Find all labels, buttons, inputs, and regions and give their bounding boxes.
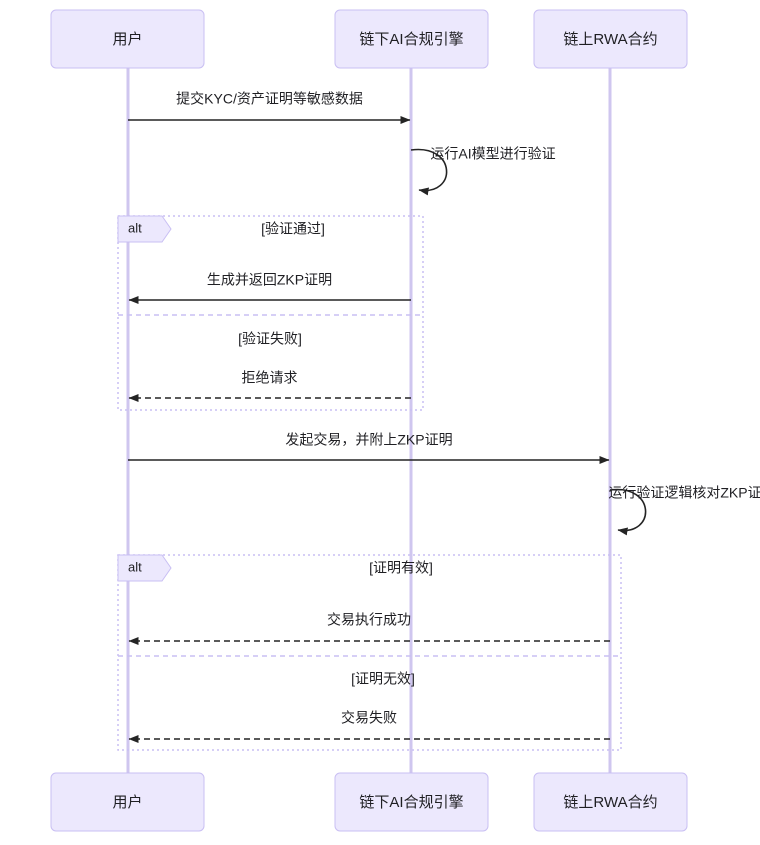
message-label: 运行AI模型进行验证 xyxy=(430,146,555,162)
participant-box[interactable] xyxy=(50,9,205,69)
message-label: 生成并返回ZKP证明 xyxy=(207,272,332,288)
message-m1: 提交KYC/资产证明等敏感数据 xyxy=(128,91,411,124)
alt-condition-label: [证明有效] xyxy=(369,560,433,576)
lifelines-group xyxy=(126,68,612,773)
participant-label: 链下AI合规引擎 xyxy=(359,794,463,811)
self-message-arrow xyxy=(410,148,448,196)
message-label: 运行验证逻辑核对ZKP证明 xyxy=(608,485,760,501)
participant-user-top[interactable]: 用户 xyxy=(50,9,205,69)
alt-tag-shape xyxy=(117,215,172,243)
self-message-arrow xyxy=(609,488,647,536)
alt-tag-label: alt xyxy=(128,220,142,235)
participant-box[interactable] xyxy=(334,772,489,832)
messages-group: 提交KYC/资产证明等敏感数据运行AI模型进行验证生成并返回ZKP证明拒绝请求发… xyxy=(128,91,760,743)
alt-block-alt2: [证明有效] [证明无效] alt xyxy=(117,554,622,751)
message-label: 拒绝请求 xyxy=(242,370,298,386)
message-m5: 发起交易，并附上ZKP证明 xyxy=(128,432,610,464)
participant-box[interactable] xyxy=(334,9,489,69)
alt-frame xyxy=(117,554,622,751)
message-m7: 交易执行成功 xyxy=(128,612,610,645)
message-m2: 运行AI模型进行验证 xyxy=(410,146,556,196)
message-m3: 生成并返回ZKP证明 xyxy=(128,272,411,304)
participant-rwa-top[interactable]: 链上RWA合约 xyxy=(533,9,688,69)
message-label: 交易失败 xyxy=(341,710,397,726)
alt-blocks-group: [验证通过] [验证失败] alt [证明有效] [证明无效] alt xyxy=(117,215,622,751)
alt-condition-label: [证明无效] xyxy=(351,671,415,687)
participant-box[interactable] xyxy=(533,9,688,69)
alt-condition-label: [验证失败] xyxy=(238,331,302,347)
participant-rwa-bottom[interactable]: 链上RWA合约 xyxy=(533,772,688,832)
participant-label: 用户 xyxy=(112,794,142,811)
participant-box[interactable] xyxy=(533,772,688,832)
message-m6: 运行验证逻辑核对ZKP证明 xyxy=(608,485,760,536)
message-label: 发起交易，并附上ZKP证明 xyxy=(285,432,452,448)
participant-engine-bottom[interactable]: 链下AI合规引擎 xyxy=(334,772,489,832)
alt-condition-label: [验证通过] xyxy=(261,221,325,237)
alt-block-alt1: [验证通过] [验证失败] alt xyxy=(117,215,424,411)
message-label: 交易执行成功 xyxy=(327,612,411,628)
alt-tag-label: alt xyxy=(128,559,142,574)
participant-user-bottom[interactable]: 用户 xyxy=(50,772,205,832)
participant-label: 链上RWA合约 xyxy=(563,794,657,811)
alt-tag-shape xyxy=(117,554,172,582)
participant-label: 链下AI合规引擎 xyxy=(359,31,463,48)
message-label: 提交KYC/资产证明等敏感数据 xyxy=(176,91,363,107)
participant-label: 用户 xyxy=(112,31,142,48)
participant-label: 链上RWA合约 xyxy=(563,31,657,48)
participant-box[interactable] xyxy=(50,772,205,832)
message-m4: 拒绝请求 xyxy=(128,370,411,402)
participant-engine-top[interactable]: 链下AI合规引擎 xyxy=(334,9,489,69)
message-m8: 交易失败 xyxy=(128,710,610,743)
alt-frame xyxy=(117,215,424,411)
